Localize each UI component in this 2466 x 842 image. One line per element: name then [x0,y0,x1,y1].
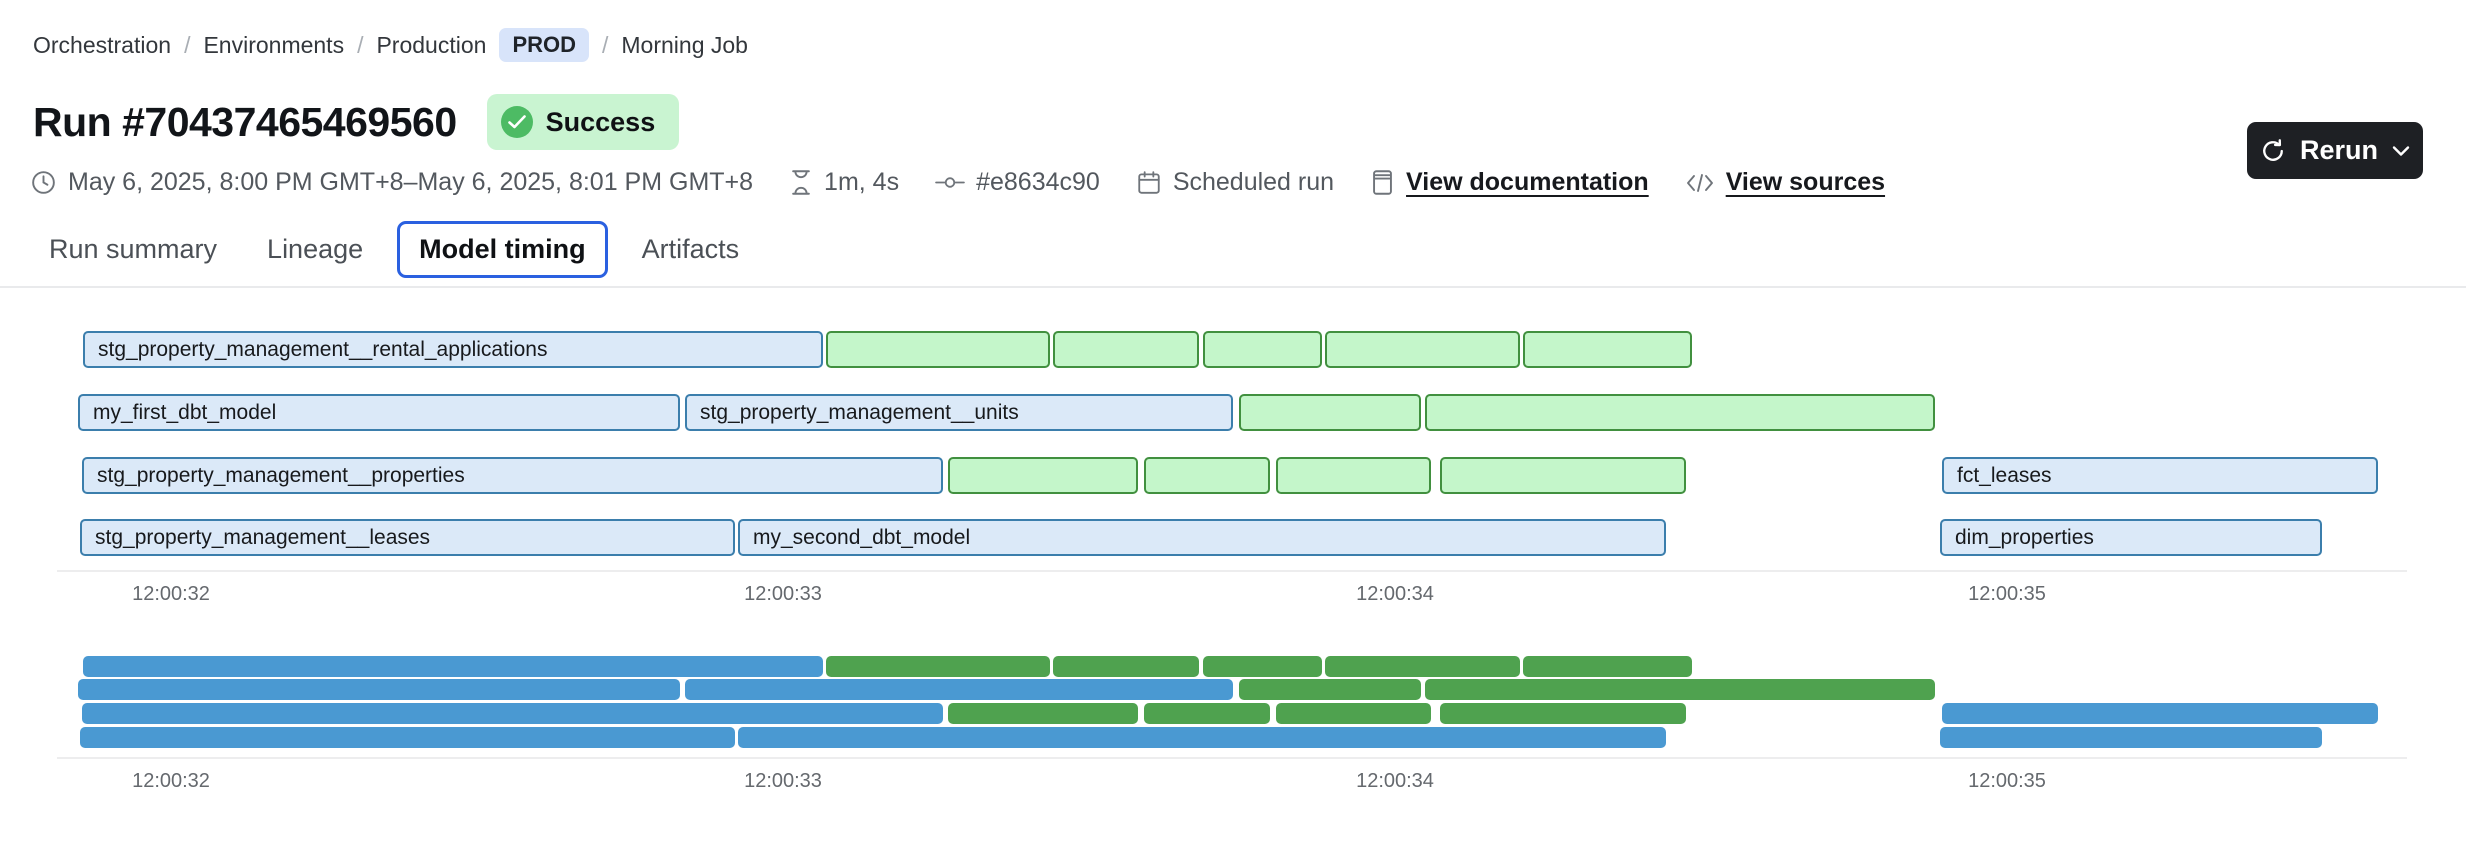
gantt-bar-fct_leases[interactable] [1942,703,2378,724]
axis-tick-label: 12:00:35 [1968,770,2046,793]
gantt-bar-segment[interactable] [948,703,1138,724]
gantt-bar-segment[interactable] [1276,703,1431,724]
axis-tick-label: 12:00:33 [744,770,822,793]
gantt-bar-segment[interactable] [1425,679,1935,700]
gantt-bar-segment[interactable] [1325,656,1520,677]
gantt-bar-dim_properties[interactable] [1940,727,2322,748]
gantt-bar-segment[interactable] [1144,703,1270,724]
gantt-bar-segment[interactable] [1239,679,1421,700]
gantt-bar-stg_property_management__properties[interactable] [82,703,943,724]
gantt-bar-segment[interactable] [826,656,1050,677]
gantt-bar-segment[interactable] [1440,703,1686,724]
gantt-bar-my_second_dbt_model[interactable] [738,727,1666,748]
gantt-bar-segment[interactable] [1203,656,1322,677]
minimap-axis-divider [57,757,2407,759]
gantt-bar-my_first_dbt_model[interactable] [78,679,680,700]
main-chart-axis-divider [57,570,2407,572]
axis-tick-label: 12:00:32 [132,770,210,793]
gantt-bar-stg_property_management__leases[interactable] [80,727,735,748]
axis-tick-label: 12:00:34 [1356,770,1434,793]
gantt-bar-stg_property_management__units[interactable] [685,679,1233,700]
gantt-bar-segment[interactable] [1523,656,1692,677]
gantt-bar-segment[interactable] [1053,656,1199,677]
gantt-bar-stg_property_management__rental_applications[interactable] [83,656,823,677]
